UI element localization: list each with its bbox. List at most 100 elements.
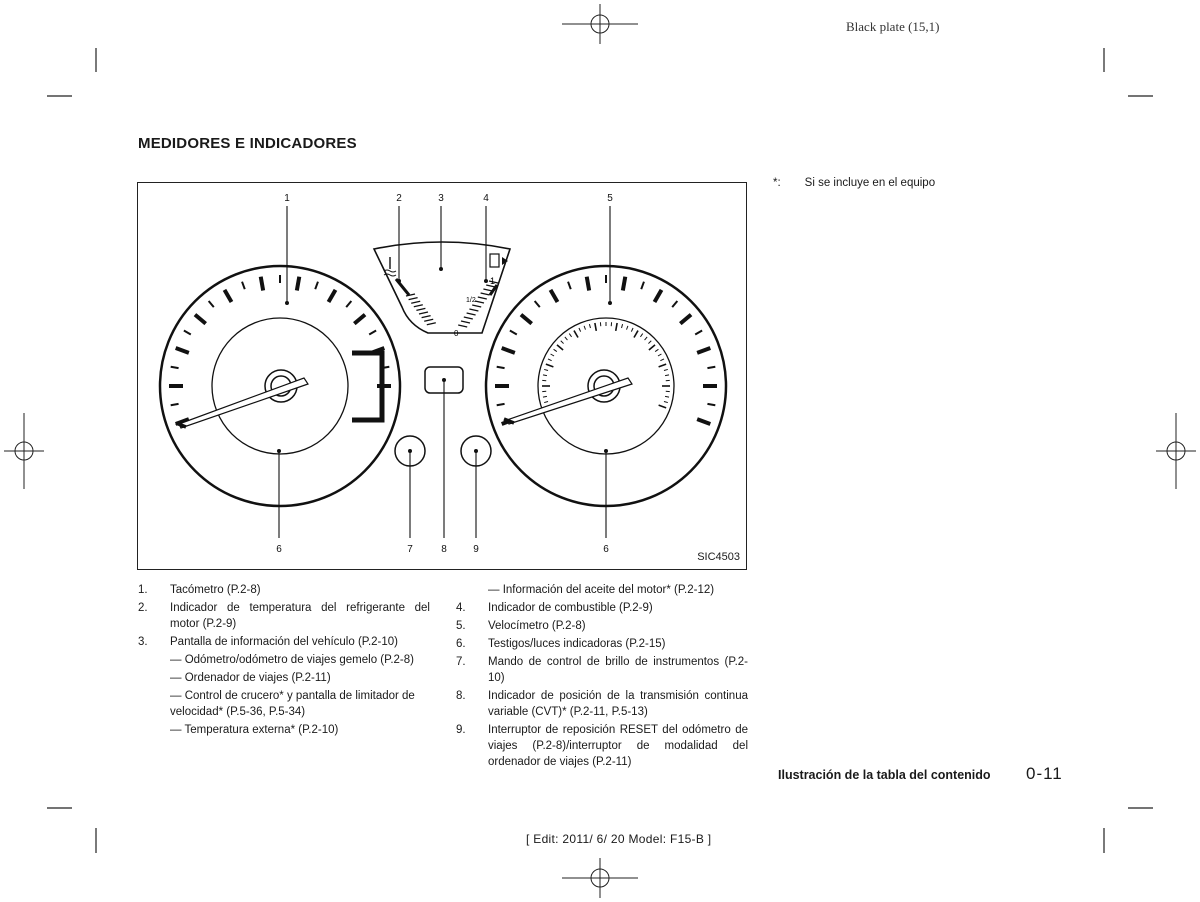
fuel-gauge-tick (488, 280, 499, 284)
temp-gauge-tick (405, 293, 416, 297)
callout-9: 9 (473, 544, 479, 555)
sub-item: — Temperatura externa* (P.2-10) (170, 724, 339, 736)
gauge-tick (588, 324, 591, 329)
fuel-half-mark: 1/2 (466, 297, 476, 304)
registration-mark-left (4, 413, 44, 489)
item-number: 9. (456, 724, 466, 736)
gauge-tick (326, 288, 338, 303)
registration-mark-right (1156, 413, 1196, 489)
callout-3: 3 (438, 193, 444, 204)
registration-mark-top (562, 4, 638, 44)
gauge-tick (496, 402, 505, 407)
gauge-tick (640, 333, 644, 338)
item-number: 3. (138, 636, 148, 648)
callout-dots (277, 267, 612, 453)
item-text: Indicador de temperatura del refrigerant… (170, 602, 430, 630)
sub-item: — Odómetro/odómetro de viajes gemelo (P.… (170, 654, 414, 666)
gauge-tick (564, 336, 568, 341)
list-item: 9. Interruptor de reposición RESET del od… (456, 722, 748, 770)
item-number: 7. (456, 656, 466, 668)
item-text: Pantalla de información del vehículo (P.… (170, 636, 399, 648)
registration-mark-bottom (562, 858, 638, 898)
list-item: 8.Indicador de posición de la transmisió… (456, 688, 748, 720)
fuel-gauge-tick (460, 320, 471, 324)
gauge-tick (671, 300, 679, 308)
item-text: Velocímetro (P.2-8) (488, 620, 586, 632)
callout-2: 2 (396, 193, 402, 204)
temp-gauge-tick (411, 300, 421, 304)
gauge-tick (594, 322, 598, 331)
gauge-tick (314, 281, 319, 290)
gauge-tick (542, 374, 547, 377)
instrument-cluster-figure: 1 1/2 0 1 2 (137, 182, 747, 570)
gauge-tick (696, 346, 711, 355)
sub-item: — Control de crucero* y pantalla de limi… (170, 690, 415, 718)
gauge-tick (630, 327, 634, 332)
page-number: 0-11 (1026, 764, 1063, 783)
gauge-tick (665, 374, 670, 377)
gauge-tick (621, 324, 624, 329)
sub-item: — Información del aceite del motor* (P.2… (488, 584, 715, 596)
gauge-tick (170, 365, 179, 370)
callout-1: 1 (284, 193, 290, 204)
item-number: 4. (456, 602, 466, 614)
gauge-tick (620, 276, 628, 291)
list-item: 2. Indicador de temperatura del refrigera… (138, 600, 430, 632)
gauge-tick (640, 281, 645, 290)
speedometer-gauge (484, 264, 728, 508)
list-item: 1.Tacómetro (P.2-8) (138, 582, 430, 598)
temp-gauge-tick (424, 318, 434, 322)
fuel-gauge-tick (469, 308, 479, 312)
gauge-tick (170, 402, 179, 407)
gauge-tick (544, 368, 549, 371)
gauge-tick (707, 365, 716, 370)
gauge-tick (658, 404, 667, 409)
gauge-tick (545, 363, 554, 368)
edit-info: [ Edit: 2011/ 6/ 20 Model: F15-B ] (526, 832, 712, 846)
callout-6-right: 6 (603, 544, 609, 555)
info-display: 1 1/2 0 (372, 241, 512, 338)
gauge-tick (583, 325, 586, 330)
item-text: Interruptor de reposición RESET del odóm… (488, 724, 748, 768)
callout-8: 8 (441, 544, 447, 555)
fuel-gauge-tick (458, 324, 468, 328)
item-text: Testigos/luces indicadoras (P.2-15) (488, 638, 666, 650)
list-item: 6.Testigos/luces indicadoras (P.2-15) (456, 636, 748, 652)
gauge-tick (258, 276, 266, 291)
temp-gauge-tick (426, 322, 436, 326)
gauge-tick (652, 288, 664, 303)
footnote: *: Si se incluye en el equipo (773, 177, 935, 189)
gauge-tick (547, 358, 552, 362)
gauge-tick (175, 346, 190, 355)
gauge-tick (707, 402, 716, 407)
gauge-tick (578, 327, 582, 332)
fuel-gauge-tick (466, 312, 476, 316)
gauge-tick (548, 288, 560, 303)
fuel-gauge-tick (483, 288, 493, 292)
tachometer-gauge (158, 264, 402, 508)
item-text: Indicador de posición de la transmisión … (488, 690, 748, 718)
gauge-tick (614, 322, 618, 331)
gauge-tick (556, 344, 564, 351)
gauge-tick (657, 353, 662, 357)
list-item: 4. Indicador de combustible (P.2-9) (456, 600, 748, 616)
gauge-tick (542, 395, 547, 398)
gauge-tick (660, 358, 665, 362)
gauge-tick (626, 325, 629, 330)
fuel-gauge-tick (463, 316, 473, 320)
legend-left-column: 1.Tacómetro (P.2-8) 2. Indicador de tempe… (138, 582, 430, 740)
temp-gauge-tick (413, 304, 423, 308)
item-number: 2. (138, 602, 148, 614)
item-text: Indicador de combustible (P.2-9) (488, 602, 653, 614)
gauge-tick (567, 281, 572, 290)
fuel-gauge-tick (480, 292, 490, 296)
gauge-tick (665, 395, 670, 398)
gauge-tick (193, 313, 207, 326)
list-item: 3. Pantalla de información del vehículo (… (138, 634, 430, 650)
footnote-mark: *: (773, 177, 781, 189)
gauge-tick (241, 281, 246, 290)
gauge-tick (679, 313, 693, 326)
gauge-tick (584, 276, 592, 291)
gauge-tick (648, 344, 656, 351)
